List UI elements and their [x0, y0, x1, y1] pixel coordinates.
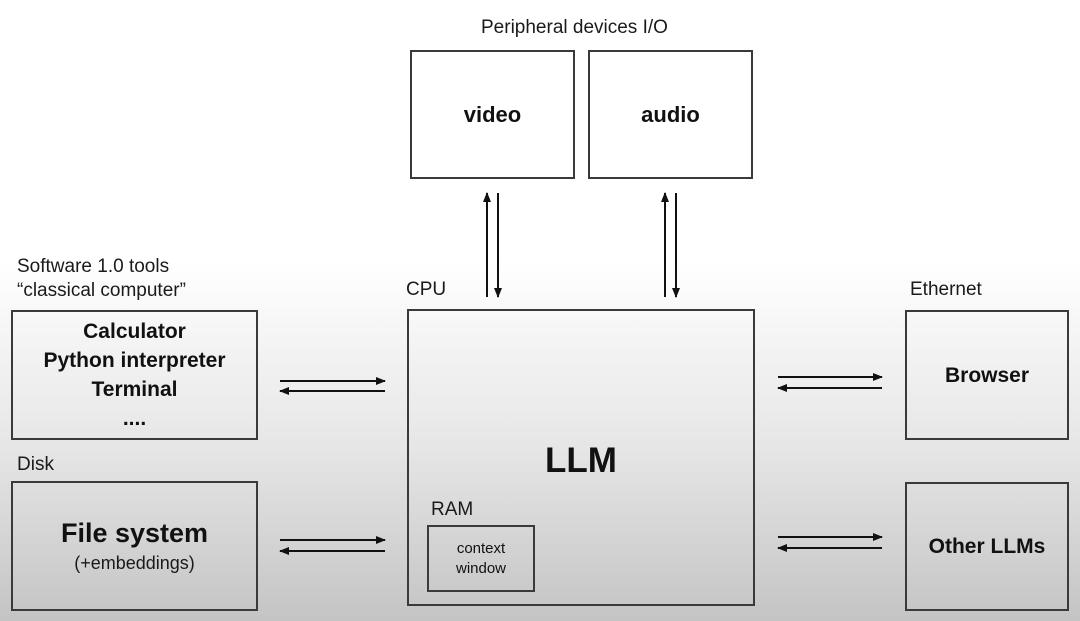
ram-label: RAM — [431, 499, 474, 520]
browser-label: Browser — [944, 363, 1030, 387]
other-llms-box: Other LLMs — [905, 482, 1069, 611]
llm-label: LLM — [545, 441, 617, 480]
browser-box: Browser — [905, 310, 1069, 440]
tool-calculator: Calculator — [83, 320, 186, 343]
peripheral-devices-label: Peripheral devices I/O — [481, 17, 668, 38]
context-window-box: context window — [427, 525, 535, 592]
audio-box: audio — [588, 50, 753, 179]
tool-terminal: Terminal — [91, 378, 178, 401]
file-system-box: File system (+embeddings) — [11, 481, 258, 611]
file-system-label: File system — [60, 518, 209, 548]
cpu-label: CPU — [406, 279, 447, 300]
context-label: context — [456, 539, 506, 557]
audio-label: audio — [641, 101, 700, 127]
software-tools-label: Software 1.0 tools — [17, 256, 170, 277]
other-llms-label: Other LLMs — [928, 535, 1046, 558]
video-box: video — [410, 50, 575, 179]
software-tools-box: Calculator Python interpreter Terminal .… — [11, 310, 258, 440]
llm-cpu-box: LLM RAM context window — [407, 309, 755, 606]
embeddings-label: (+embeddings) — [74, 553, 195, 573]
classical-computer-label: “classical computer” — [17, 280, 186, 301]
tool-ellipsis: .... — [122, 407, 147, 430]
window-label: window — [455, 559, 507, 577]
video-label: video — [463, 101, 522, 127]
tool-python-interpreter: Python interpreter — [43, 349, 226, 372]
ethernet-label: Ethernet — [910, 279, 982, 300]
disk-label: Disk — [17, 454, 54, 475]
